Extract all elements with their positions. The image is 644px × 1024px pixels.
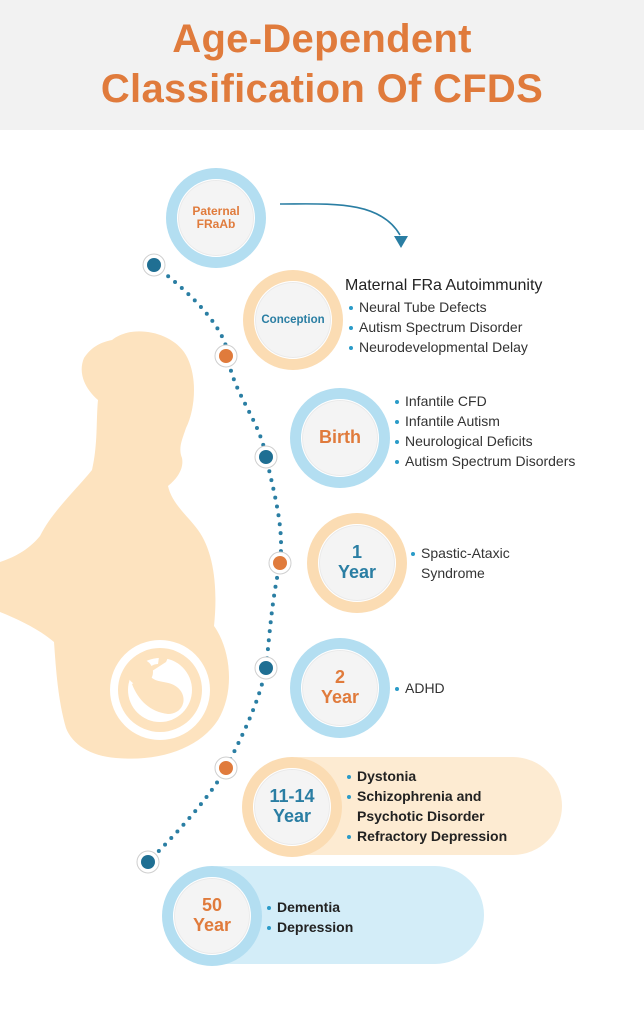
list-item: Autism Spectrum Disorders (394, 451, 575, 471)
arrow-curve (279, 203, 401, 236)
stage-node-birth: Birth (290, 388, 390, 488)
list-item: Infantile CFD (394, 391, 575, 411)
stage-node-1-year: 1 Year (307, 513, 407, 613)
list-item: Spastic-Ataxic Syndrome (410, 543, 530, 583)
title-line-2: Classification Of CFDS (100, 67, 544, 111)
stage-label-number: 11-14 (269, 786, 315, 807)
stage-items-11-14-year: Dystonia Schizophrenia and Psychotic Dis… (346, 766, 516, 846)
title-line-1: Age-Dependent (172, 17, 472, 61)
list-item: Depression (266, 917, 353, 937)
stage-node-conception: Conception (243, 270, 343, 370)
list-item: Neural Tube Defects (348, 297, 528, 317)
timeline-marker-blue (254, 445, 278, 469)
timeline-marker-blue (136, 850, 160, 874)
list-item: Neurodevelopmental Delay (348, 337, 528, 357)
list-item: Schizophrenia and Psychotic Disorder (346, 786, 516, 826)
stage-label-unit: Year (320, 687, 360, 707)
stage-label-unit: Year (192, 915, 232, 935)
stage-items-2-year: ADHD (394, 678, 445, 698)
list-item: Autism Spectrum Disorder (348, 317, 528, 337)
page-title: Age-Dependent Classification Of CFDS (0, 14, 644, 114)
stage-items-1-year: Spastic-Ataxic Syndrome (410, 543, 530, 583)
list-item: Dementia (266, 897, 353, 917)
header-band: Age-Dependent Classification Of CFDS (0, 0, 644, 130)
stage-node-2-year: 2 Year (290, 638, 390, 738)
timeline-marker-orange (268, 551, 292, 575)
stage-node-50-year: 50 Year (162, 866, 262, 966)
stage-label: Conception (261, 313, 325, 326)
stage-node-paternal: Paternal FRaAb (166, 168, 266, 268)
stage-label-number: 2 (334, 667, 345, 688)
list-item: ADHD (394, 678, 445, 698)
stage-label-number: 50 (201, 895, 223, 916)
fetus-icon (110, 640, 210, 740)
stage-items-birth: Infantile CFD Infantile Autism Neurologi… (394, 391, 575, 471)
stage-label-unit: Year (337, 562, 377, 582)
timeline-marker-orange (214, 756, 238, 780)
list-item: Infantile Autism (394, 411, 575, 431)
stage-items-conception: Neural Tube Defects Autism Spectrum Diso… (348, 297, 528, 357)
timeline-marker-blue (254, 656, 278, 680)
stage-label-number: 1 (351, 542, 362, 563)
stage-label: Birth (319, 427, 361, 448)
stage-heading: Maternal FRa Autoimmunity (345, 277, 543, 294)
stage-items-50-year: Dementia Depression (266, 897, 353, 937)
list-item: Neurological Deficits (394, 431, 575, 451)
timeline-marker-blue (142, 253, 166, 277)
timeline-marker-orange (214, 344, 238, 368)
stage-label: Paternal FRaAb (192, 203, 240, 231)
stage-node-11-14-year: 11-14 Year (242, 757, 342, 857)
list-item: Refractory Depression (346, 826, 516, 846)
stage-label-unit: Year (272, 806, 312, 826)
list-item: Dystonia (346, 766, 516, 786)
arrow-head-icon (394, 236, 408, 248)
